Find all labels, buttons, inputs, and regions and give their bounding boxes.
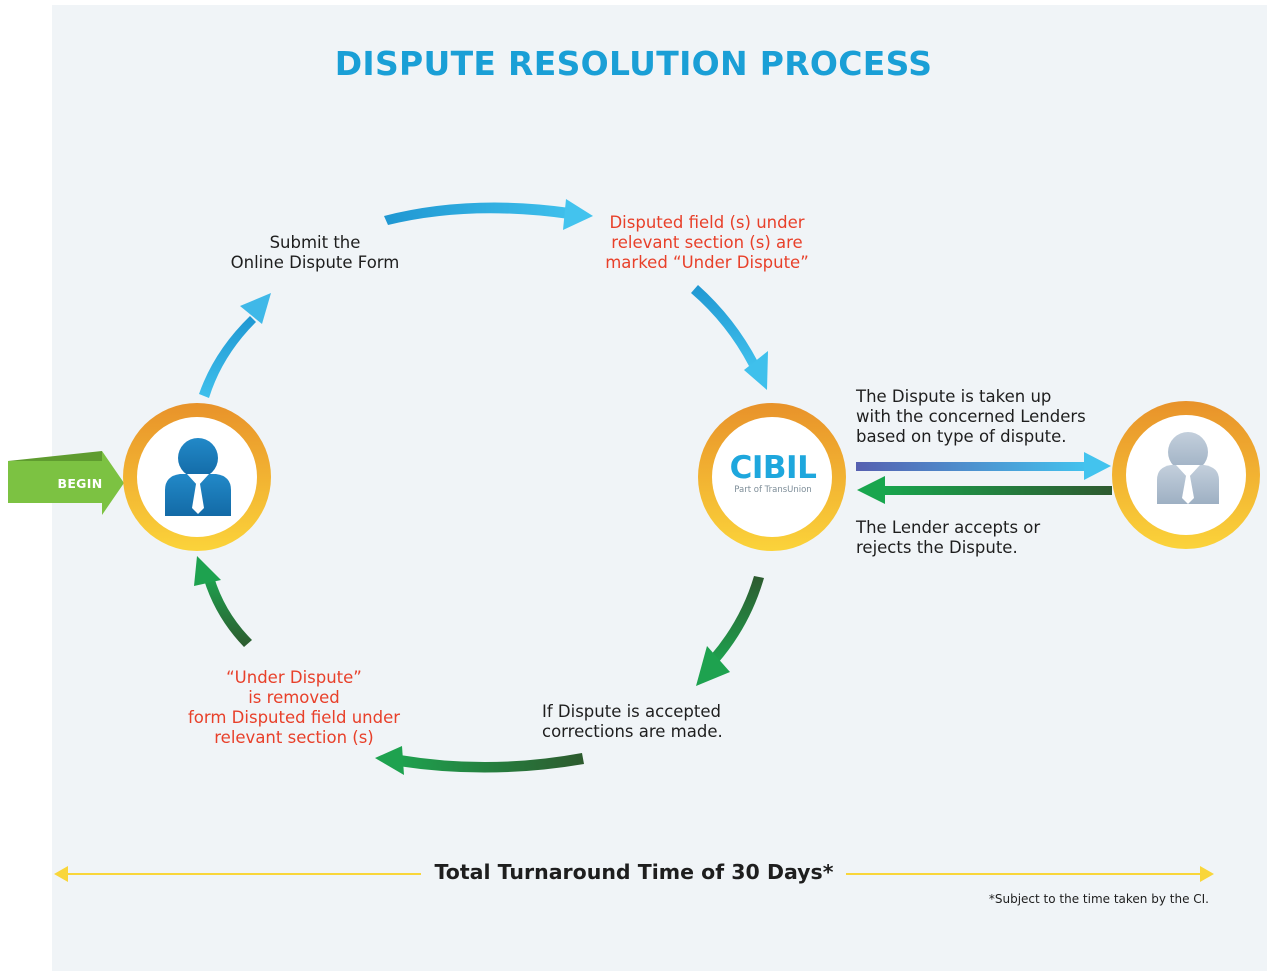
arrow-to-consumer (194, 556, 252, 647)
cibil-logo: CIBIL (729, 450, 817, 486)
turnaround-timeline (54, 866, 1214, 882)
cibil-logo-subtitle: Part of TransUnion (734, 485, 812, 495)
begin-label: BEGIN (57, 476, 103, 491)
step-removed: “Under Dispute” is removed form Disputed… (187, 668, 401, 747)
arrow-to-cibil (691, 285, 768, 390)
arrow-to-cibil-return (857, 476, 1112, 504)
step-corrections: If Dispute is accepted corrections are m… (542, 702, 723, 741)
arrow-to-marked (384, 199, 593, 230)
step-taken-up: The Dispute is taken up with the concern… (856, 387, 1086, 446)
consumer-node (123, 403, 271, 551)
page-title: DISPUTE RESOLUTION PROCESS (334, 44, 933, 83)
lender-node (1112, 401, 1260, 549)
cibil-node (698, 403, 846, 551)
step-submit: Submit the Online Dispute Form (230, 233, 400, 272)
step-lender-response: The Lender accepts or rejects the Disput… (856, 518, 1041, 557)
arrow-to-lender (856, 452, 1111, 480)
arrow-to-removed (375, 746, 584, 775)
begin-arrow (8, 451, 124, 515)
person-icon (165, 438, 231, 516)
footnote: *Subject to the time taken by the CI. (988, 892, 1209, 906)
arrow-to-submit (199, 293, 271, 398)
turnaround-label: Total Turnaround Time of 30 Days* (434, 860, 834, 884)
arrow-to-corrections (696, 576, 764, 686)
step-marked: Disputed field (s) under relevant sectio… (605, 213, 809, 272)
person-icon (1157, 432, 1219, 504)
